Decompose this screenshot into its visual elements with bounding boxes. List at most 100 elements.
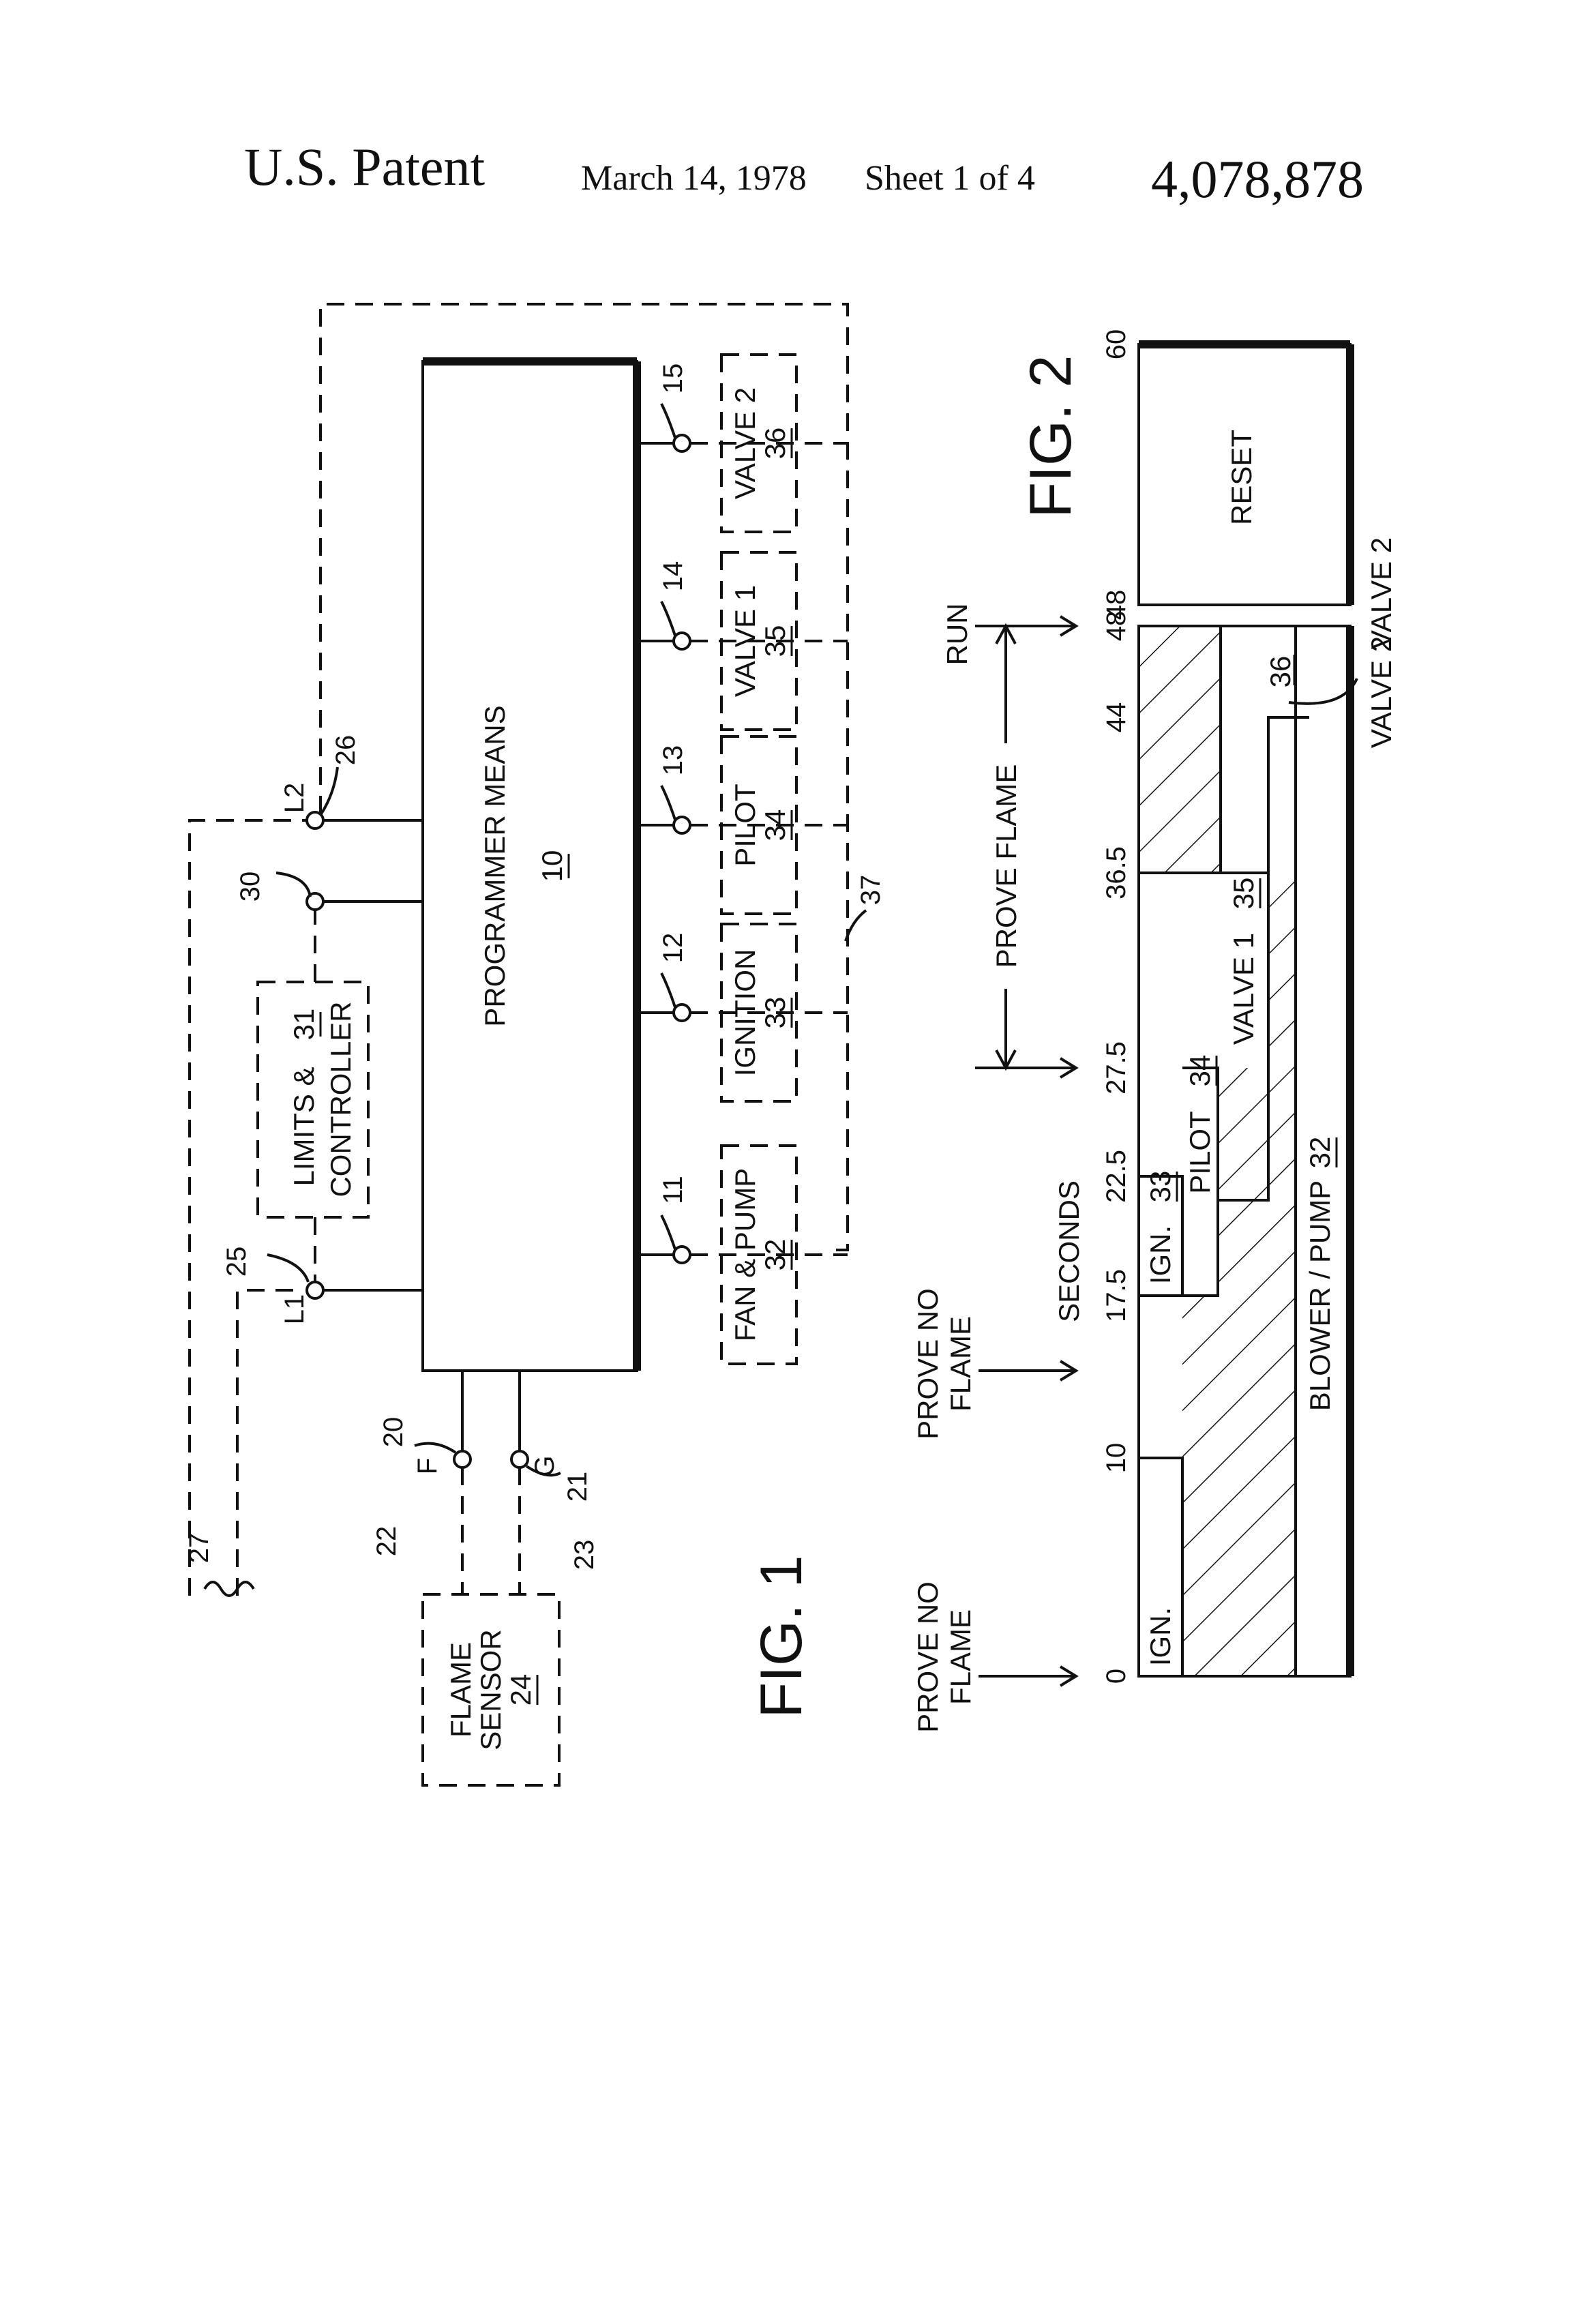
- time-tick-label: 36.5: [1101, 846, 1131, 899]
- ign1-label: IGN.: [1144, 1607, 1176, 1666]
- ref-37: 37: [856, 875, 886, 906]
- svg-text:CONTROLLER: CONTROLLER: [325, 1001, 357, 1197]
- reset-label: RESET: [1225, 430, 1257, 525]
- svg-text:34: 34: [1184, 1055, 1216, 1087]
- break-mark-27: [205, 1582, 254, 1596]
- blower-label: BLOWER / PUMP 32: [1304, 1137, 1337, 1412]
- terminal-g: [511, 1451, 528, 1468]
- svg-text:31: 31: [288, 1009, 320, 1041]
- output-terminal-number: 12: [658, 933, 688, 964]
- supply-line-l1: [237, 1290, 300, 1596]
- ref-l2: L2: [280, 783, 310, 814]
- ref-21: 21: [563, 1472, 593, 1502]
- svg-text:PROGRAMMER MEANS: PROGRAMMER MEANS: [479, 705, 511, 1026]
- output-load-label: IGNITION33: [729, 949, 792, 1077]
- time-tick-label: 48: [1101, 590, 1131, 621]
- phase-prove-no-flame-1: PROVE NO FLAME: [912, 1581, 976, 1733]
- output-terminal-number: 11: [658, 1176, 688, 1204]
- ref-20: 20: [378, 1417, 408, 1448]
- programmer-means-box: [423, 361, 637, 1371]
- output-terminal: [674, 435, 690, 451]
- svg-text:PROVE NO: PROVE NO: [912, 1288, 944, 1440]
- svg-text:24: 24: [505, 1674, 537, 1706]
- output-load-label: VALVE 236: [729, 387, 792, 499]
- svg-text:32: 32: [1304, 1137, 1336, 1169]
- svg-text:VALVE 1: VALVE 1: [1227, 933, 1259, 1045]
- svg-text:10: 10: [536, 850, 568, 882]
- seconds-axis-label: SECONDS: [1053, 1180, 1085, 1322]
- time-tick-label: 10: [1101, 1443, 1131, 1474]
- svg-text:FLAME: FLAME: [445, 1642, 477, 1738]
- svg-text:34: 34: [759, 809, 791, 841]
- svg-text:FLAME: FLAME: [944, 1609, 976, 1705]
- output-terminal-leader: [661, 786, 675, 820]
- svg-text:IGN.: IGN.: [1144, 1225, 1176, 1284]
- limits-controller-label: LIMITS & 31 CONTROLLER: [288, 1001, 357, 1197]
- fig1-caption: FIG. 1: [749, 1555, 814, 1718]
- output-terminal: [674, 633, 690, 649]
- svg-text:VALVE 1: VALVE 1: [729, 585, 761, 697]
- fig1-diagram: PROGRAMMER MEANS 10 LIMITS & 31 CONTROLL…: [184, 304, 886, 1785]
- output-terminal-leader: [661, 973, 675, 1007]
- flame-sensor-label: FLAME SENSOR 24: [445, 1629, 537, 1750]
- phase-run: RUN: [941, 604, 973, 666]
- ref-25: 25: [222, 1247, 252, 1277]
- time-tick-label: 60: [1101, 329, 1131, 360]
- svg-text:35: 35: [759, 625, 791, 657]
- hatch-lower: [1182, 1200, 1296, 1676]
- output-load-label: VALVE 135: [729, 585, 792, 697]
- supply-line-27: [190, 820, 315, 1596]
- ref-23: 23: [569, 1540, 599, 1570]
- leader-25: [267, 1255, 308, 1282]
- ref-22: 22: [372, 1526, 402, 1557]
- output-terminal-leader: [661, 1215, 675, 1249]
- time-axis-ticks: 01017.522.527.536.544484860: [1101, 329, 1131, 1684]
- svg-text:VALVE 2: VALVE 2: [729, 387, 761, 499]
- ref-27: 27: [184, 1533, 214, 1564]
- pilot-label: PILOT 34: [1184, 1055, 1217, 1194]
- svg-text:SENSOR: SENSOR: [475, 1629, 507, 1750]
- output-load-label: PILOT34: [729, 784, 792, 866]
- output-load-label: FAN & PUMP32: [729, 1168, 792, 1341]
- valve1-label: VALVE 1 35: [1227, 878, 1260, 1045]
- leader-26: [320, 767, 338, 815]
- valve2-ref-label: 36: [1264, 656, 1296, 688]
- output-terminal-number: 15: [658, 363, 688, 394]
- programmer-means-label: PROGRAMMER MEANS 10: [479, 705, 569, 1026]
- fig2-caption: FIG. 2: [1018, 355, 1084, 518]
- phase-prove-flame: PROVE FLAME: [990, 764, 1022, 968]
- terminal-f: [454, 1451, 471, 1468]
- svg-text:33: 33: [1144, 1171, 1176, 1203]
- time-tick-label: 22.5: [1101, 1150, 1131, 1203]
- fig2-timing-chart: RESET IGN. IGN. 33 PILOT 34 VALVE 1 35: [912, 329, 1397, 1733]
- output-loads: 11FAN & PUMP3212IGNITION3313PILOT3414VAL…: [637, 355, 848, 1364]
- output-terminal-number: 13: [658, 745, 688, 776]
- svg-text:33: 33: [759, 997, 791, 1029]
- svg-text:FAN & PUMP: FAN & PUMP: [729, 1168, 761, 1341]
- ign2-label: IGN. 33: [1144, 1171, 1177, 1285]
- ref-g: G: [530, 1455, 560, 1476]
- output-terminal-leader: [661, 404, 675, 438]
- output-terminal: [674, 817, 690, 833]
- output-terminal-leader: [661, 601, 675, 636]
- output-terminal: [674, 1247, 690, 1263]
- output-terminal: [674, 1004, 690, 1021]
- time-tick-label: 27.5: [1101, 1041, 1131, 1094]
- svg-text:PILOT: PILOT: [729, 784, 761, 866]
- svg-text:PROVE NO: PROVE NO: [912, 1581, 944, 1733]
- phase-prove-no-flame-2: PROVE NO FLAME: [912, 1288, 976, 1440]
- svg-text:35: 35: [1227, 878, 1259, 910]
- leader-20: [415, 1444, 456, 1452]
- ref-30: 30: [235, 872, 265, 902]
- svg-text:36: 36: [759, 428, 791, 460]
- ref-26: 26: [331, 735, 361, 766]
- svg-text:LIMITS &: LIMITS &: [288, 1067, 320, 1186]
- time-tick-label: 0: [1101, 1669, 1131, 1684]
- svg-text:32: 32: [759, 1239, 791, 1271]
- time-tick-label: 44: [1101, 702, 1131, 733]
- leader-30: [276, 873, 310, 897]
- svg-text:PILOT: PILOT: [1184, 1111, 1216, 1193]
- output-terminal-number: 14: [658, 561, 688, 592]
- svg-text:IGNITION: IGNITION: [729, 949, 761, 1077]
